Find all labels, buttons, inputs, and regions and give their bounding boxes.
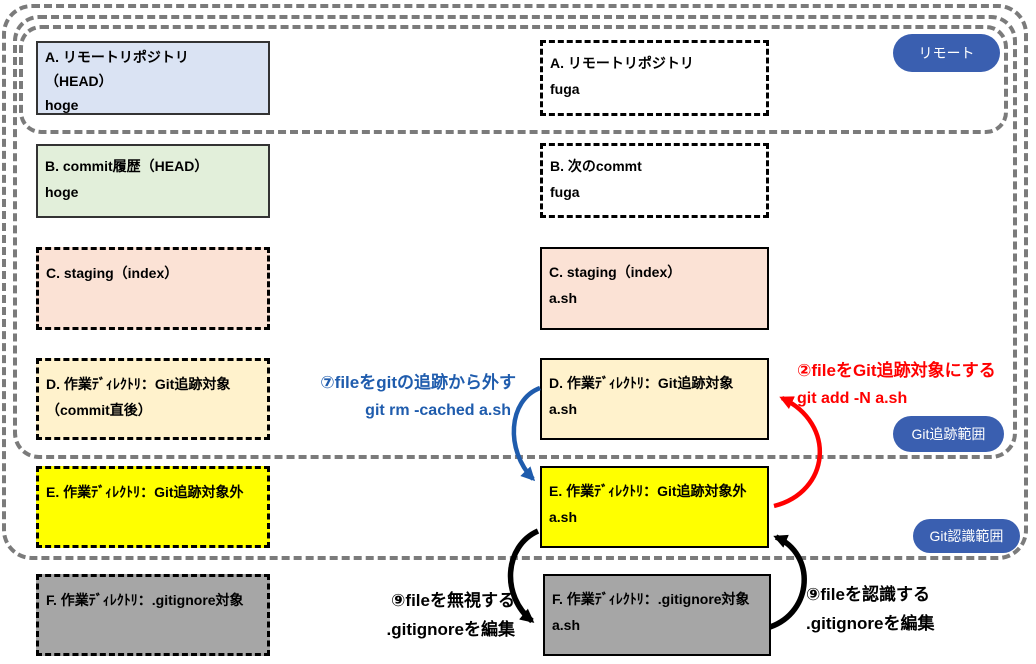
- box-line: fuga: [550, 184, 580, 200]
- box-line: E. 作業ﾃﾞｨﾚｸﾄﾘ：Git追跡対象外: [46, 484, 244, 500]
- box-line: a.sh: [549, 401, 578, 417]
- label-untrack-title: ⑦fileをgitの追跡から外す: [320, 373, 516, 392]
- box-line: a.sh: [549, 509, 578, 525]
- box-line: B. commit履歴（HEAD）: [45, 158, 209, 174]
- box-workdir-tracked-after-commit: D. 作業ﾃﾞｨﾚｸﾄﾘ：Git追跡対象 （commit直後）: [36, 358, 270, 440]
- box-line: A. リモートリポジトリ: [45, 49, 189, 65]
- box-line: A. リモートリポジトリ: [550, 55, 694, 71]
- box-line: a.sh: [552, 617, 581, 633]
- box-commit-history-hoge: B. commit履歴（HEAD） hoge: [36, 144, 270, 218]
- box-line: E. 作業ﾃﾞｨﾚｸﾄﾘ：Git追跡対象外: [549, 483, 747, 499]
- box-workdir-tracked-ash: D. 作業ﾃﾞｨﾚｸﾄﾘ：Git追跡対象 a.sh: [540, 358, 769, 440]
- label-untrack-command: git rm -cached a.sh: [365, 402, 511, 419]
- box-line: F. 作業ﾃﾞｨﾚｸﾄﾘ：.gitignore対象: [552, 591, 750, 607]
- box-line: C. staging（index）: [46, 265, 179, 281]
- box-line: F. 作業ﾃﾞｨﾚｸﾄﾘ：.gitignore対象: [46, 592, 244, 608]
- box-line: （commit直後）: [46, 402, 152, 418]
- box-line: D. 作業ﾃﾞｨﾚｸﾄﾘ：Git追跡対象: [46, 376, 231, 392]
- box-line: fuga: [550, 81, 580, 97]
- label-ignore-title: ⑨fileを無視する: [391, 591, 515, 610]
- label-track-file: ②fileをGit追跡対象にする git add -N a.sh: [797, 357, 996, 413]
- box-line: hoge: [45, 97, 79, 113]
- box-workdir-untracked-empty: E. 作業ﾃﾞｨﾚｸﾄﾘ：Git追跡対象外: [36, 466, 270, 548]
- pill-remote: リモート: [893, 34, 1000, 72]
- label-ignore-file: ⑨fileを無視する .gitignoreを編集: [375, 586, 515, 644]
- box-line: a.sh: [549, 290, 578, 306]
- label-recognize-file: ⑨fileを認識する .gitignoreを編集: [806, 580, 934, 638]
- pill-git-recognition-scope: Git認識範囲: [913, 519, 1020, 553]
- box-line: hoge: [45, 184, 79, 200]
- label-recognize-action: .gitignoreを編集: [806, 614, 935, 633]
- label-recognize-title: ⑨fileを認識する: [806, 585, 930, 604]
- box-line: （HEAD）: [45, 73, 113, 89]
- box-remote-repo-fuga: A. リモートリポジトリ fuga: [540, 40, 769, 116]
- box-remote-repo-hoge: A. リモートリポジトリ （HEAD） hoge: [36, 41, 270, 115]
- box-workdir-untracked-ash: E. 作業ﾃﾞｨﾚｸﾄﾘ：Git追跡対象外 a.sh: [540, 466, 769, 548]
- label-untrack-file: ⑦fileをgitの追跡から外す git rm -cached a.sh: [290, 369, 516, 425]
- box-staging-empty: C. staging（index）: [36, 247, 270, 330]
- box-line: B. 次のcommt: [550, 158, 642, 174]
- box-staging-ash: C. staging（index） a.sh: [540, 247, 769, 330]
- label-ignore-action: .gitignoreを編集: [386, 620, 515, 639]
- box-line: C. staging（index）: [549, 264, 682, 280]
- box-line: D. 作業ﾃﾞｨﾚｸﾄﾘ：Git追跡対象: [549, 375, 734, 391]
- region-remote-scope: [19, 25, 1008, 134]
- label-track-command: git add -N a.sh: [797, 390, 908, 407]
- box-workdir-gitignore-ash: F. 作業ﾃﾞｨﾚｸﾄﾘ：.gitignore対象 a.sh: [543, 574, 771, 656]
- label-track-title: ②fileをGit追跡対象にする: [797, 361, 996, 380]
- pill-git-tracking-scope: Git追跡範囲: [893, 416, 1004, 452]
- box-next-commit-fuga: B. 次のcommt fuga: [540, 143, 769, 218]
- box-workdir-gitignore-empty: F. 作業ﾃﾞｨﾚｸﾄﾘ：.gitignore対象: [36, 574, 270, 656]
